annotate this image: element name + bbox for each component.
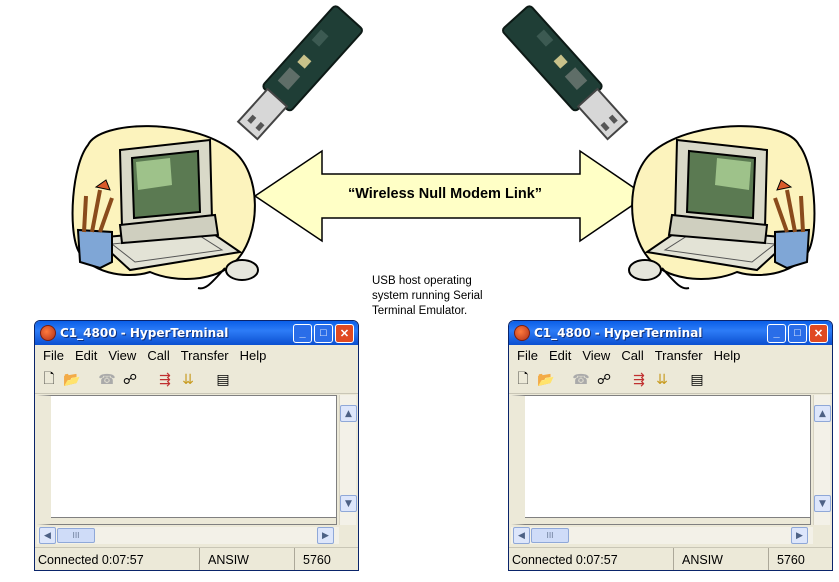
right-usb-dongle-icon [502, 5, 629, 141]
vertical-scrollbar[interactable]: ▲ ▼ [813, 395, 831, 525]
scroll-left-button[interactable]: ◀ [513, 527, 530, 544]
vertical-scrollbar[interactable]: ▲ ▼ [339, 395, 357, 525]
left-computer-icon [71, 125, 259, 290]
horizontal-scrollbar[interactable]: ◀ III ▶ [37, 527, 339, 544]
menu-call[interactable]: Call [621, 348, 644, 363]
link-label: “Wireless Null Modem Link” [347, 186, 543, 202]
menu-edit[interactable]: Edit [548, 348, 572, 363]
status-emulation: ANSIW [200, 548, 295, 570]
status-speed: 5760 [303, 553, 331, 567]
menu-help[interactable]: Help [713, 348, 741, 363]
scroll-down-button[interactable]: ▼ [814, 495, 831, 512]
scroll-thumb[interactable]: III [57, 528, 95, 543]
close-button[interactable]: ✕ [335, 323, 354, 343]
menu-bar: File Edit View Call Transfer Help [35, 345, 358, 366]
close-button[interactable]: ✕ [809, 323, 828, 343]
phone-icon[interactable]: ☎ [572, 372, 590, 388]
menu-transfer[interactable]: Transfer [654, 348, 703, 363]
minimize-button[interactable]: _ [767, 323, 786, 343]
disconnect-icon[interactable]: ☍ [596, 372, 612, 388]
new-icon[interactable]: 🗋 [43, 371, 55, 387]
properties-icon[interactable]: ▤ [690, 372, 704, 388]
scroll-thumb[interactable]: III [531, 528, 569, 543]
receive-icon[interactable]: ⇊ [656, 372, 668, 388]
hyperterminal-window-right: C1_4800 - HyperTerminal _ □ ✕ File Edit … [508, 320, 833, 571]
maximize-button[interactable]: □ [788, 323, 807, 343]
status-speed: 5760 [777, 553, 805, 567]
title-bar[interactable]: C1_4800 - HyperTerminal _ □ ✕ [35, 321, 358, 345]
status-connection: Connected 0:07:57 [509, 548, 674, 570]
scroll-right-button[interactable]: ▶ [317, 527, 334, 544]
hyperterminal-icon [40, 325, 56, 341]
window-title: C1_4800 - HyperTerminal [60, 326, 229, 340]
maximize-button[interactable]: □ [314, 323, 333, 343]
left-usb-dongle-icon [236, 5, 363, 141]
open-icon[interactable]: 📂 [63, 372, 81, 388]
menu-bar: File Edit View Call Transfer Help [509, 345, 832, 366]
scroll-left-button[interactable]: ◀ [39, 527, 56, 544]
disconnect-icon[interactable]: ☍ [122, 372, 138, 388]
right-computer-icon [628, 125, 816, 290]
properties-icon[interactable]: ▤ [216, 372, 230, 388]
terminal-area[interactable] [511, 395, 811, 525]
status-bar: Connected 0:07:57 ANSIW 5760 [35, 547, 358, 570]
menu-file[interactable]: File [43, 348, 64, 363]
caption-text: USB host operating system running Serial… [372, 275, 483, 317]
phone-icon[interactable]: ☎ [98, 372, 116, 388]
menu-view[interactable]: View [582, 348, 611, 363]
scroll-down-button[interactable]: ▼ [340, 495, 357, 512]
window-title: C1_4800 - HyperTerminal [534, 326, 703, 340]
minimize-button[interactable]: _ [293, 323, 312, 343]
status-emulation: ANSIW [674, 548, 769, 570]
terminal-area[interactable] [37, 395, 337, 525]
status-bar: Connected 0:07:57 ANSIW 5760 [509, 547, 832, 570]
menu-view[interactable]: View [108, 348, 137, 363]
hyperterminal-window-left: C1_4800 - HyperTerminal _ □ ✕ File Edit … [34, 320, 359, 571]
menu-help[interactable]: Help [239, 348, 267, 363]
menu-file[interactable]: File [517, 348, 538, 363]
hyperterminal-icon [514, 325, 530, 341]
toolbar: 🗋 📂 ☎ ☍ ⇶ ⇊ ▤ [35, 367, 358, 394]
receive-icon[interactable]: ⇊ [182, 372, 194, 388]
toolbar: 🗋 📂 ☎ ☍ ⇶ ⇊ ▤ [509, 367, 832, 394]
horizontal-scrollbar[interactable]: ◀ III ▶ [511, 527, 813, 544]
open-icon[interactable]: 📂 [537, 372, 555, 388]
status-connection: Connected 0:07:57 [35, 548, 200, 570]
scroll-up-button[interactable]: ▲ [340, 405, 357, 422]
menu-call[interactable]: Call [147, 348, 170, 363]
send-icon[interactable]: ⇶ [159, 372, 171, 388]
title-bar[interactable]: C1_4800 - HyperTerminal _ □ ✕ [509, 321, 832, 345]
menu-transfer[interactable]: Transfer [180, 348, 229, 363]
scroll-right-button[interactable]: ▶ [791, 527, 808, 544]
new-icon[interactable]: 🗋 [517, 371, 529, 387]
send-icon[interactable]: ⇶ [633, 372, 645, 388]
menu-edit[interactable]: Edit [74, 348, 98, 363]
scroll-up-button[interactable]: ▲ [814, 405, 831, 422]
